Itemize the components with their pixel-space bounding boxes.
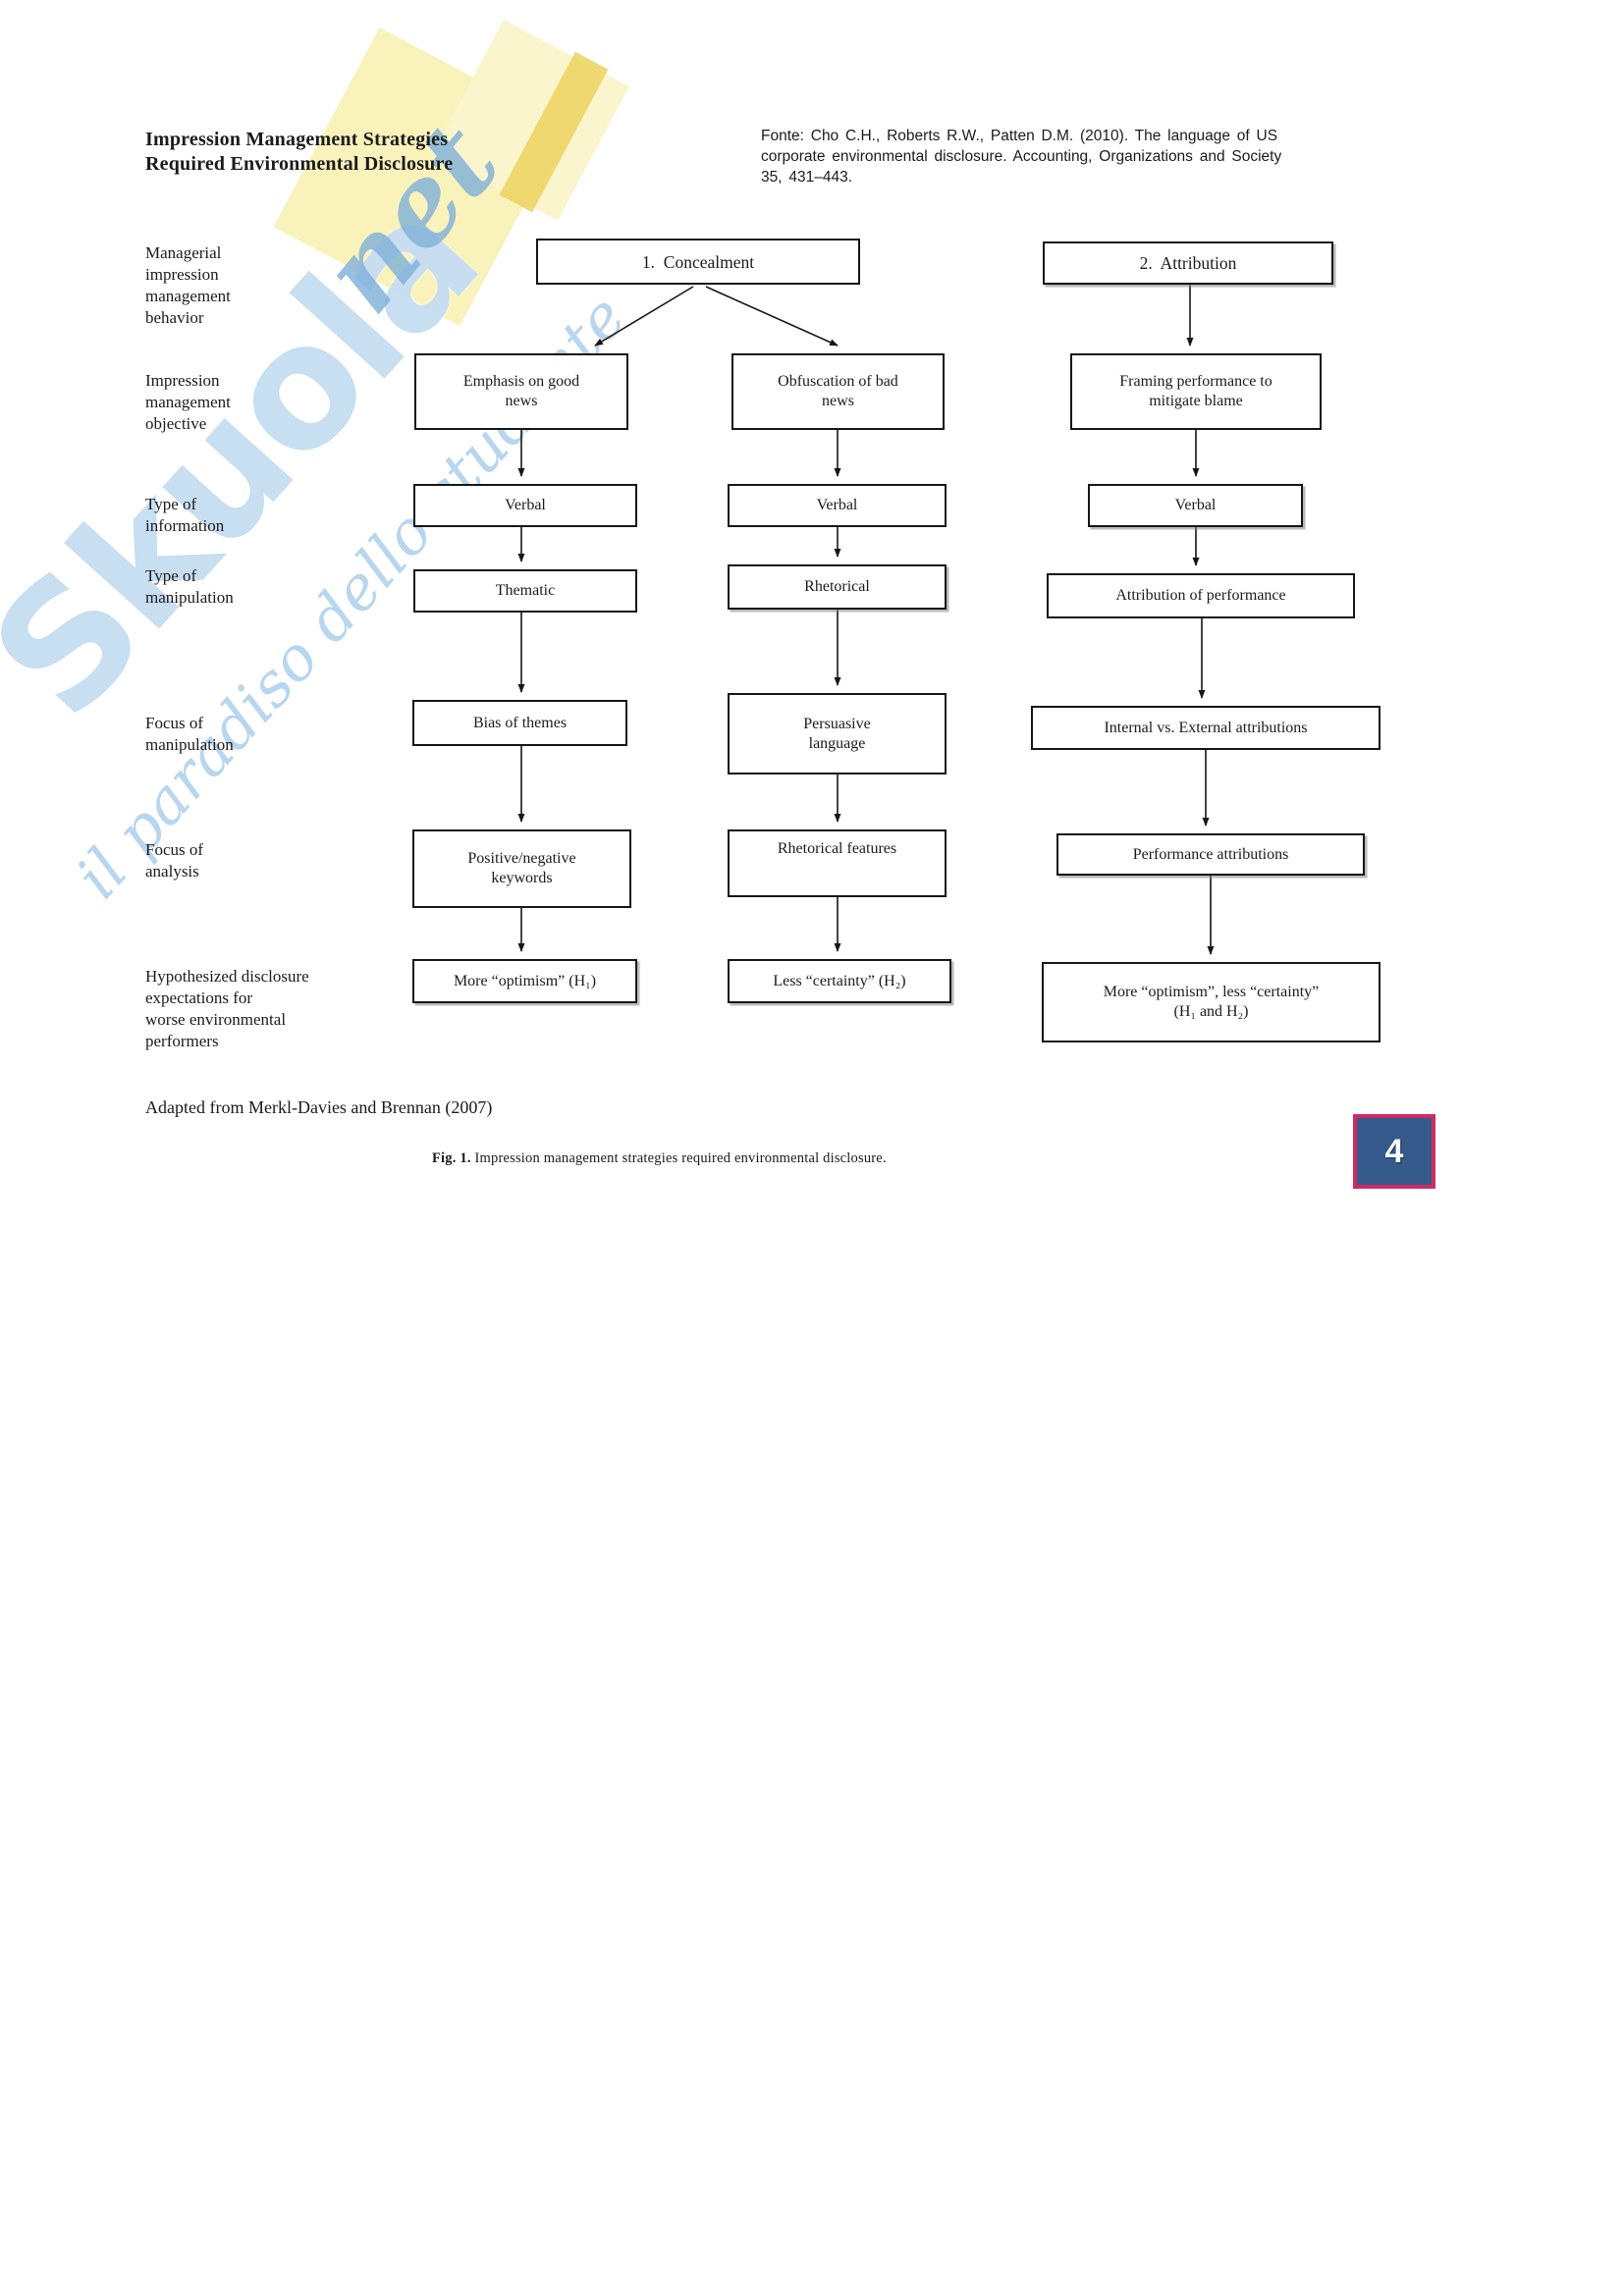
flow-box-bias-of-themes: Bias of themes: [412, 700, 627, 746]
row-label-hypothesized-expectations: Hypothesized disclosure expectations for…: [145, 967, 309, 1050]
flow-box-more-optimism: More “optimism” (H₁): [412, 959, 637, 1003]
flow-box-internal-vs-external: Internal vs. External attributions: [1031, 706, 1380, 750]
citation-line2: corporate environmental disclosure. Acco…: [761, 148, 1282, 165]
figure-caption: Fig. 1. Impression management strategies…: [432, 1150, 887, 1167]
figure-caption-label: Fig. 1.: [432, 1150, 471, 1166]
flow-box-positive-negative-keywords: Positive/negative keywords: [412, 829, 631, 908]
flow-box-rhetorical: Rhetorical: [728, 564, 947, 610]
flow-box-thematic: Thematic: [413, 569, 637, 613]
flow-box-concealment: 1. Concealment: [536, 239, 860, 285]
flow-box-rhetorical-features: Rhetorical features: [728, 829, 947, 897]
page-number-badge: 4: [1353, 1114, 1435, 1189]
row-label-focus-of-manipulation: Focus of manipulation: [145, 714, 234, 754]
flow-box-framing-performance: Framing performance to mitigate blame: [1070, 353, 1322, 430]
citation-line1: Fonte: Cho C.H., Roberts R.W., Patten D.…: [761, 128, 1278, 144]
figure-caption-text: Impression management strategies require…: [470, 1150, 887, 1166]
flow-box-verbal-3: Verbal: [1088, 484, 1303, 527]
flow-box-persuasive-language: Persuasive language: [728, 693, 947, 774]
adapted-from-note: Adapted from Merkl-Davies and Brennan (2…: [145, 1097, 493, 1117]
row-label-managerial-behavior: Managerial impression management behavio…: [145, 243, 231, 327]
source-citation: Fonte: Cho C.H., Roberts R.W., Patten D.…: [761, 126, 1473, 187]
flow-box-verbal-2: Verbal: [728, 484, 947, 527]
flow-box-emphasis-good-news: Emphasis on good news: [414, 353, 628, 430]
flow-box-less-certainty: Less “certainty” (H₂): [728, 959, 951, 1003]
row-label-type-of-manipulation: Type of manipulation: [145, 566, 234, 607]
row-label-type-of-information: Type of information: [145, 495, 225, 535]
row-label-impression-objective: Impression management objective: [145, 371, 231, 433]
flow-box-more-optimism-less-certainty: More “optimism”, less “certainty” (H₁ an…: [1042, 962, 1380, 1042]
row-label-focus-of-analysis: Focus of analysis: [145, 840, 204, 881]
flow-box-attribution-of-performance: Attribution of performance: [1047, 573, 1355, 618]
flow-box-attribution: 2. Attribution: [1043, 241, 1333, 285]
flow-box-verbal-1: Verbal: [413, 484, 637, 527]
flow-box-performance-attributions: Performance attributions: [1056, 833, 1365, 876]
flow-box-obfuscation-bad-news: Obfuscation of bad news: [731, 353, 945, 430]
citation-line3: 35, 431–443.: [761, 169, 853, 186]
